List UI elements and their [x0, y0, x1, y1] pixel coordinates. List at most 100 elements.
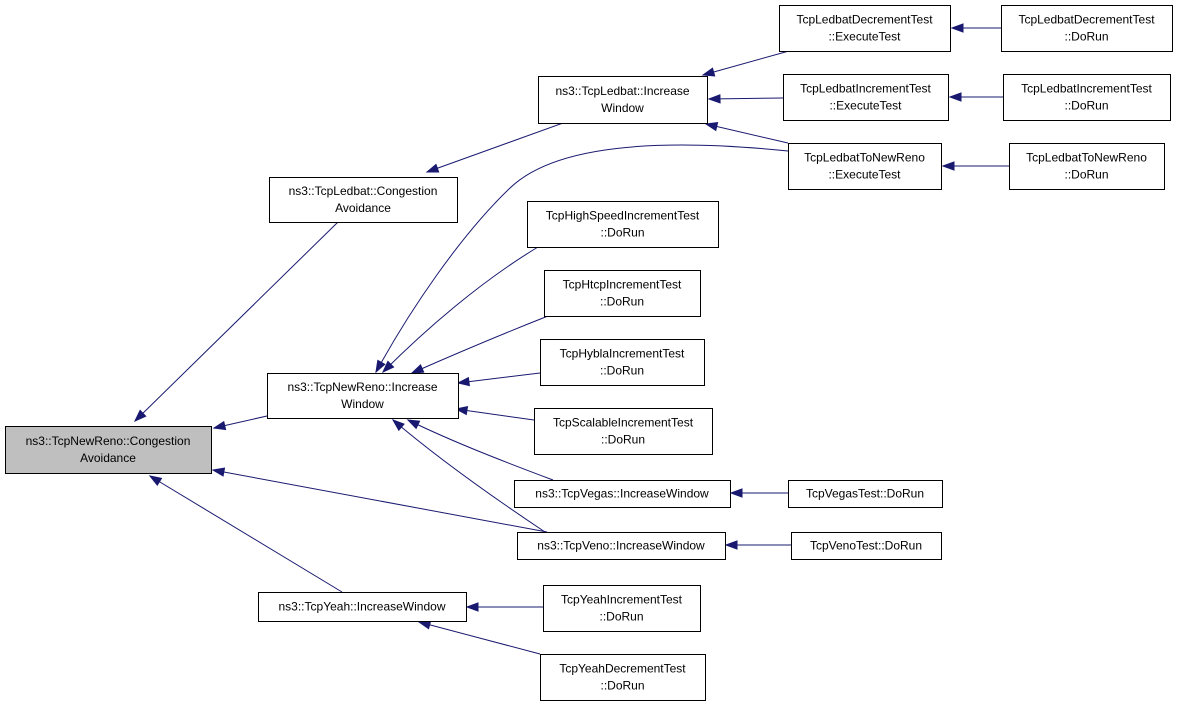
edge-yeah_iw-to-newreno_ca	[148, 475, 343, 593]
node-box	[1003, 74, 1171, 121]
edge-ledbat_inc_exec-to-ledbat_iw	[707, 94, 784, 104]
edge-yeah_dec-to-yeah_iw	[417, 620, 541, 655]
node-ledbat-dec-exec[interactable]: TcpLedbatDecrementTest::ExecuteTest	[779, 5, 951, 52]
node-box	[514, 480, 731, 508]
arrowhead-icon	[417, 620, 432, 630]
arrowhead-icon	[212, 420, 227, 431]
node-vegas-test[interactable]: TcpVegasTest::DoRun	[788, 480, 943, 508]
node-label-line: ns3::TcpNewReno::Increase	[287, 380, 437, 394]
node-label-line: ::DoRun	[600, 226, 644, 240]
node-label-line: ::DoRun	[600, 364, 644, 378]
node-label-line: ns3::TcpLedbat::Increase	[555, 84, 689, 98]
node-label-line: ns3::TcpNewReno::Congestion	[26, 434, 191, 448]
arrowhead-icon	[701, 67, 716, 77]
edge-htcp-to-newreno_iw	[410, 315, 549, 374]
node-box	[538, 76, 708, 124]
node-box	[779, 5, 951, 52]
edge-vegas_iw-to-newreno_iw	[406, 419, 554, 481]
node-box	[534, 408, 713, 455]
node-hybla[interactable]: TcpHyblaIncrementTest::DoRun	[540, 339, 705, 386]
node-label-line: TcpScalableIncrementTest	[553, 416, 694, 430]
node-box	[544, 270, 701, 317]
node-label-line: TcpVegasTest::DoRun	[806, 487, 924, 501]
edge-line	[426, 122, 564, 173]
node-label-line: TcpLedbatIncrementTest	[800, 82, 931, 96]
node-label-line: TcpYeahDecrementTest	[559, 662, 686, 676]
node-yeah-dec[interactable]: TcpYeahDecrementTest::DoRun	[540, 654, 706, 701]
arrowhead-icon	[950, 23, 964, 33]
node-newreno-iw[interactable]: ns3::TcpNewReno::IncreaseWindow	[267, 373, 459, 419]
node-box	[788, 480, 943, 508]
node-ledbat-tonr-exec[interactable]: TcpLedbatToNewReno::ExecuteTest	[788, 143, 942, 190]
edge-line	[411, 315, 549, 374]
node-label-line: ns3::TcpLedbat::Congestion	[289, 184, 438, 198]
node-vegas-iw[interactable]: ns3::TcpVegas::IncreaseWindow	[514, 480, 731, 508]
arrowhead-icon	[425, 163, 440, 173]
node-yeah-iw[interactable]: ns3::TcpYeah::IncreaseWindow	[258, 592, 467, 622]
node-label-line: ::DoRun	[1064, 30, 1108, 44]
node-box	[540, 339, 705, 386]
node-label-line: ns3::TcpVeno::IncreaseWindow	[537, 539, 705, 553]
edge-ledbat_tonr_run-to-ledbat_tonr_exec	[941, 161, 1009, 171]
node-box	[1009, 143, 1165, 190]
edge-veno_test-to-veno_iw	[724, 540, 791, 550]
arrowhead-icon	[724, 540, 738, 550]
node-ledbat-inc-run[interactable]: TcpLedbatIncrementTest::DoRun	[1003, 74, 1171, 121]
arrowhead-icon	[707, 94, 721, 104]
edge-line	[418, 621, 541, 655]
node-label-line: ::ExecuteTest	[829, 99, 902, 113]
edge-ledbat_dec_run-to-ledbat_dec_exec	[950, 23, 1001, 33]
arrowhead-icon	[211, 467, 226, 477]
arrowhead-icon	[375, 359, 386, 374]
edge-veno_iw-to-newreno_ca	[211, 467, 548, 533]
node-ledbat-tonr-run[interactable]: TcpLedbatToNewReno::DoRun	[1009, 143, 1165, 190]
node-ledbat-inc-exec[interactable]: TcpLedbatIncrementTest::ExecuteTest	[783, 74, 949, 121]
node-label-line: ns3::TcpVegas::IncreaseWindow	[535, 487, 709, 501]
arrowhead-icon	[704, 122, 719, 132]
edge-line	[708, 97, 784, 100]
node-yeah-inc[interactable]: TcpYeahIncrementTest::DoRun	[543, 585, 701, 632]
edge-line	[134, 221, 339, 422]
edge-line	[212, 469, 548, 533]
edges-layer	[133, 23, 1009, 655]
node-veno-iw[interactable]: ns3::TcpVeno::IncreaseWindow	[517, 532, 726, 560]
edge-newreno_iw-to-newreno_ca	[212, 415, 268, 431]
edge-line	[407, 419, 554, 481]
node-box	[527, 201, 719, 248]
arrowhead-icon	[465, 602, 479, 612]
node-label-line: TcpLedbatToNewReno	[804, 151, 925, 165]
node-label-line: ::DoRun	[600, 679, 644, 693]
node-ledbat-dec-run[interactable]: TcpLedbatDecrementTest::DoRun	[1001, 5, 1173, 52]
node-ledbat-iw[interactable]: ns3::TcpLedbat::IncreaseWindow	[538, 76, 708, 124]
arrowhead-icon	[941, 161, 955, 171]
arrowhead-icon	[948, 92, 962, 102]
node-box	[783, 74, 949, 121]
node-box	[791, 532, 942, 560]
node-label-line: Window	[601, 101, 644, 115]
arrowhead-icon	[381, 360, 395, 374]
node-scalable[interactable]: TcpScalableIncrementTest::DoRun	[534, 408, 713, 455]
node-htcp[interactable]: TcpHtcpIncrementTest::DoRun	[544, 270, 701, 317]
edge-line	[392, 419, 546, 533]
node-label-line: TcpYeahIncrementTest	[561, 593, 683, 607]
node-box	[788, 143, 942, 190]
arrowhead-icon	[410, 364, 425, 374]
edge-yeah_inc-to-yeah_iw	[465, 602, 543, 612]
node-label-line: TcpLedbatDecrementTest	[796, 13, 933, 27]
node-highspeed[interactable]: TcpHighSpeedIncrementTest::DoRun	[527, 201, 719, 248]
node-label-line: TcpLedbatToNewReno	[1026, 151, 1147, 165]
node-box	[540, 654, 706, 701]
arrowhead-icon	[729, 488, 743, 498]
edge-vegas_test-to-vegas_iw	[729, 488, 788, 498]
node-label-line: ::ExecuteTest	[828, 30, 901, 44]
arrowhead-icon	[133, 409, 147, 423]
node-label-line: TcpLedbatIncrementTest	[1021, 82, 1152, 96]
node-label-line: TcpHighSpeedIncrementTest	[546, 209, 700, 223]
node-label-line: Avoidance	[335, 201, 391, 215]
node-veno-test[interactable]: TcpVenoTest::DoRun	[791, 532, 942, 560]
node-label-line: ::DoRun	[1064, 168, 1108, 182]
node-box	[543, 585, 701, 632]
